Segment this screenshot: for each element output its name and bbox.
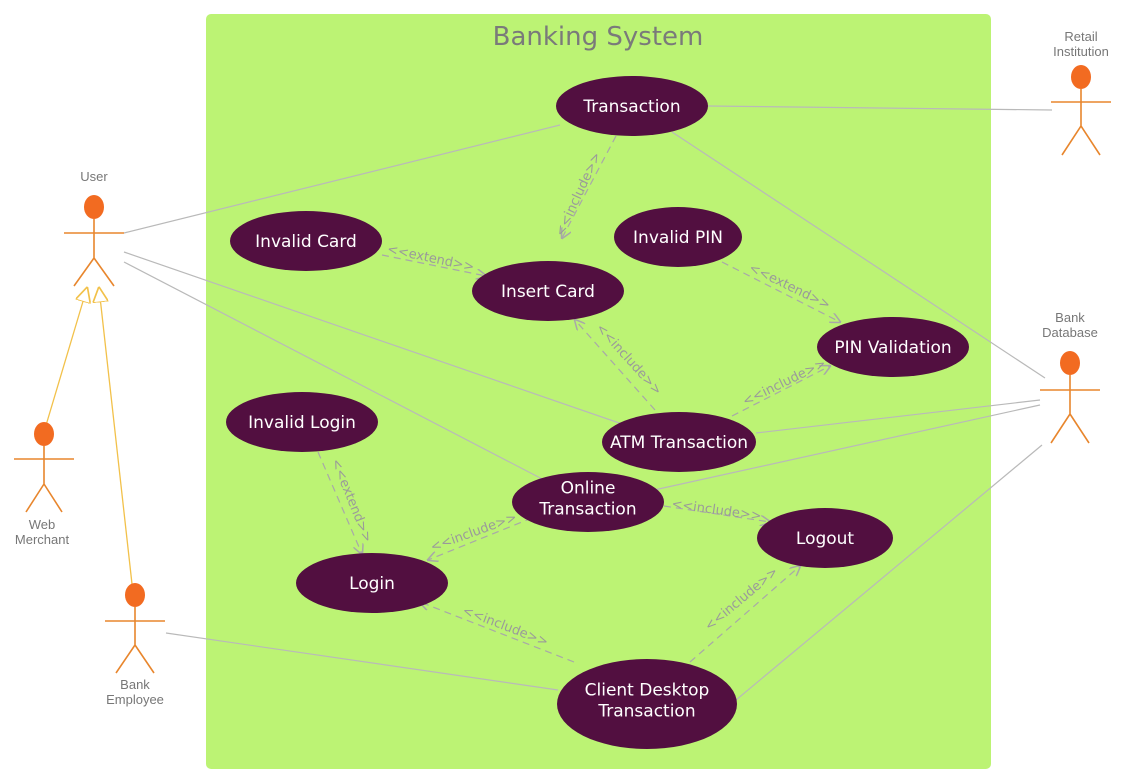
dep-invalidpin-pinvalidation xyxy=(721,261,840,322)
usecase-invalid-pin[interactable]: Invalid PIN xyxy=(614,207,742,267)
usecase-invalid-card[interactable]: Invalid Card xyxy=(230,211,382,271)
dep-online-logout xyxy=(663,505,770,522)
actor-figure xyxy=(105,607,165,674)
usecase-label: PIN Validation xyxy=(834,338,951,358)
actor-figure xyxy=(64,219,124,287)
actor-figure xyxy=(1051,89,1111,156)
dep-desktop-logout xyxy=(689,566,800,663)
usecase-label: Invalid PIN xyxy=(633,228,723,248)
actor-head xyxy=(34,422,54,446)
dep-transaction-insertcard xyxy=(562,135,617,238)
usecase-label: Login xyxy=(349,574,395,594)
dep-desktop-login xyxy=(420,602,575,663)
usecase-atm-transaction[interactable]: ATM Transaction xyxy=(602,412,756,472)
dep-invalidcard-insertcard xyxy=(381,254,486,276)
usecase-pin-validation[interactable]: PIN Validation xyxy=(817,317,969,377)
dep-invalidlogin-login xyxy=(317,451,362,554)
assoc-retail-transaction xyxy=(707,105,1053,111)
actor-head xyxy=(1060,351,1080,375)
usecase-logout[interactable]: Logout xyxy=(757,508,893,568)
assoc-bankdb-atm xyxy=(755,399,1041,434)
system-title: Banking System xyxy=(493,22,704,52)
usecase-label: Invalid Card xyxy=(255,232,357,252)
usecase-login[interactable]: Login xyxy=(296,553,448,613)
usecase-invalid-login[interactable]: Invalid Login xyxy=(226,392,378,452)
usecase-insert-card[interactable]: Insert Card xyxy=(472,261,624,321)
dep-atm-pinvalidation xyxy=(731,366,830,417)
actor-label: User xyxy=(80,169,108,184)
actor-head xyxy=(84,195,104,219)
actor-head xyxy=(125,583,145,607)
gen-employee-user xyxy=(99,288,133,585)
assoc-user-online xyxy=(123,261,549,483)
usecase-label: Logout xyxy=(796,529,855,549)
dep-online-login xyxy=(428,517,533,560)
assoc-bankdb-desktop xyxy=(735,444,1043,701)
use-cases: Transaction Invalid Card Invalid PIN Ins… xyxy=(226,76,969,749)
usecase-transaction[interactable]: Transaction xyxy=(556,76,708,136)
association-lines xyxy=(123,105,1053,701)
usecase-label: Transaction xyxy=(582,97,680,117)
actor-user[interactable]: User xyxy=(64,169,124,287)
actor-figure xyxy=(14,446,74,513)
actor-head xyxy=(1071,65,1091,89)
assoc-employee-desktop xyxy=(165,632,559,691)
gen-webmerchant-user xyxy=(43,288,87,433)
usecase-label: Insert Card xyxy=(501,282,595,302)
assoc-user-transaction xyxy=(123,124,561,234)
assoc-user-atm xyxy=(123,251,626,426)
assoc-bankdb-online xyxy=(653,404,1041,491)
generalization-lines xyxy=(43,288,133,585)
dependency-lines xyxy=(317,135,840,663)
assoc-bankdb-transaction xyxy=(671,131,1046,379)
usecase-label: Invalid Login xyxy=(248,413,356,433)
actor-figure xyxy=(1040,375,1100,444)
dep-atm-insertcard xyxy=(575,320,656,411)
usecase-label: ATM Transaction xyxy=(610,433,748,453)
